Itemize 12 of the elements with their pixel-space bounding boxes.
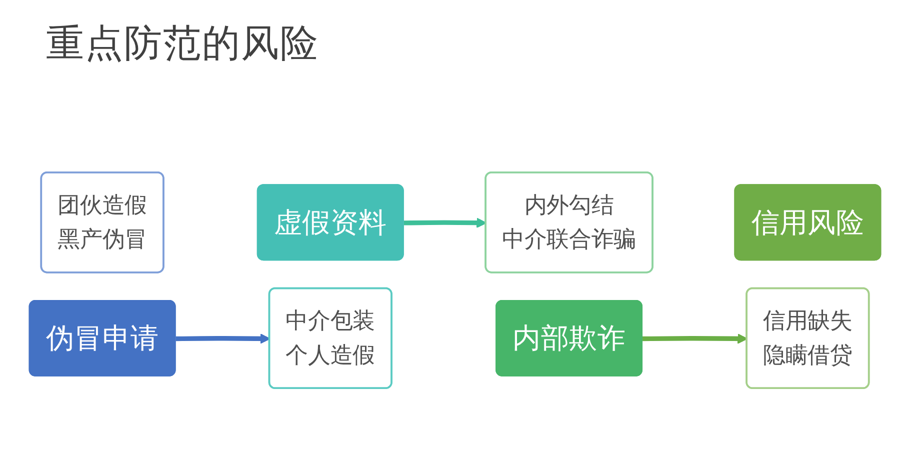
bullet-list-card: 内外勾结 中介联合诈骗 bbox=[484, 171, 654, 273]
arrow bbox=[404, 217, 487, 228]
bullet-list-card: 团伙造假 黑产伪冒 bbox=[40, 171, 164, 273]
heading-tab: 伪冒申请 bbox=[28, 300, 176, 376]
heading-tab: 信用风险 bbox=[734, 184, 882, 260]
title: 重点防范的风险 bbox=[46, 20, 319, 67]
arrow bbox=[642, 333, 748, 344]
heading-tab: 虚假资料 bbox=[256, 184, 404, 260]
bullet-list-card: 信用缺失 隐瞒借贷 bbox=[746, 287, 870, 389]
arrow bbox=[176, 333, 270, 344]
heading-tab: 内部欺诈 bbox=[496, 300, 643, 376]
bullet-list-card: 中介包装 个人造假 bbox=[268, 287, 392, 389]
